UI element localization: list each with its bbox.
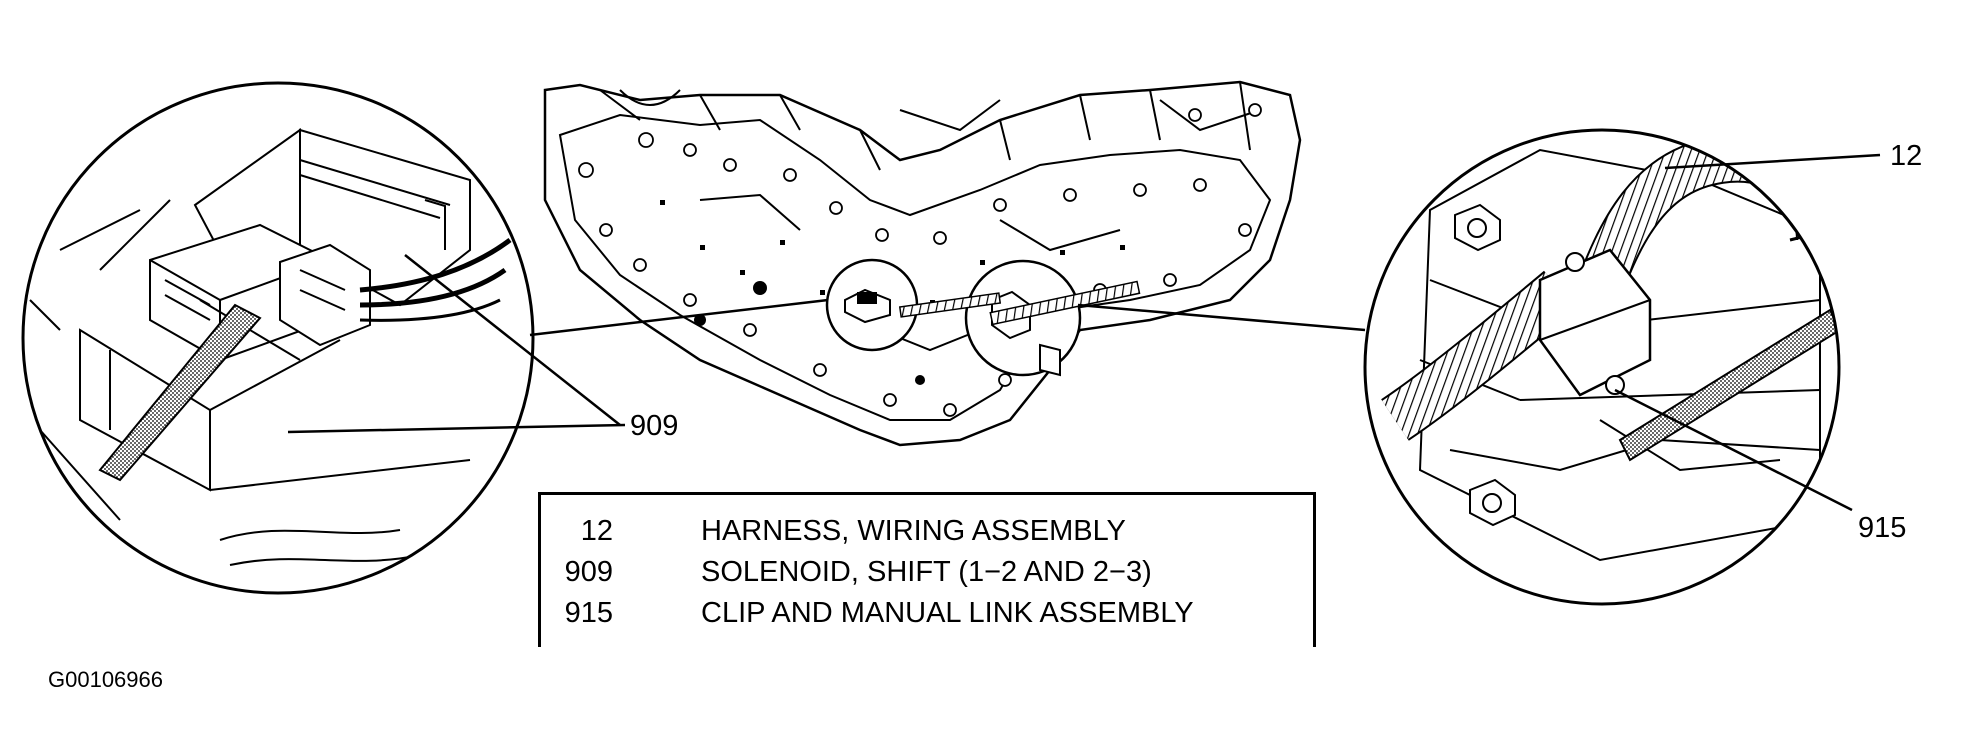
callout-12: 12 (1890, 140, 1923, 172)
legend-row: 909 SOLENOID, SHIFT (1−2 AND 2−3) (541, 554, 1313, 590)
leader-lines (287, 153, 1881, 512)
figure-id: G00106966 (48, 667, 163, 692)
legend-number: 915 (564, 597, 613, 629)
legend-row: 915 CLIP AND MANUAL LINK ASSEMBLY (541, 595, 1313, 631)
legend-description: CLIP AND MANUAL LINK ASSEMBLY (701, 597, 1194, 629)
callout-915: 915 (1858, 512, 1907, 544)
legend-description: SOLENOID, SHIFT (1−2 AND 2−3) (701, 556, 1152, 588)
legend-number: 12 (580, 515, 613, 547)
legend-description: HARNESS, WIRING ASSEMBLY (701, 515, 1126, 547)
callout-909: 909 (630, 410, 679, 442)
valve-body-overview (543, 80, 1302, 447)
parts-legend: 12 HARNESS, WIRING ASSEMBLY 909 SOLENOID… (538, 492, 1316, 647)
legend-number: 909 (564, 556, 613, 588)
solenoid-detail-view (21, 81, 535, 595)
legend-row: 12 HARNESS, WIRING ASSEMBLY (541, 513, 1313, 549)
harness-clip-detail-view (1363, 128, 1841, 606)
